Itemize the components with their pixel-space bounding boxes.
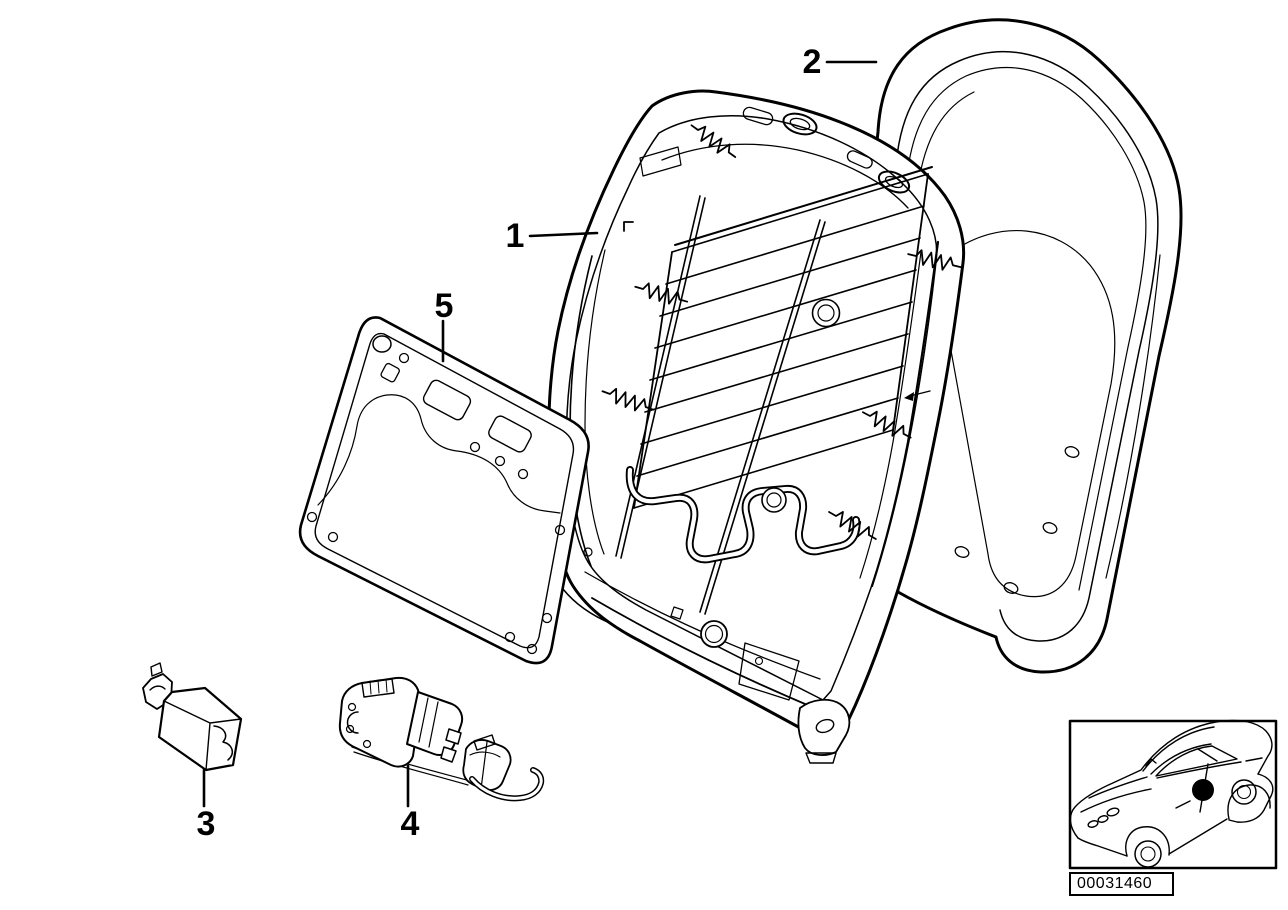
part-4-lumbar-drive-unit	[338, 676, 545, 802]
frame-grommet-rings	[761, 298, 841, 513]
shell-clip-nubs	[954, 446, 1080, 594]
headrest-grommet	[782, 112, 818, 136]
direction-arrow	[904, 392, 914, 401]
lumbar-s-tube	[625, 466, 861, 564]
tension-springs	[601, 124, 962, 540]
car-locator-box	[1068, 719, 1278, 870]
lumbar-wire-grid	[633, 166, 933, 509]
assembly-mark	[623, 221, 634, 232]
callout-4[interactable]: 4	[400, 805, 420, 843]
panel-holes	[306, 352, 566, 655]
callout-1-leader	[528, 231, 599, 238]
part-1-backrest-frame	[546, 89, 966, 764]
image-number-plate: 00031460	[1069, 872, 1174, 896]
callout-3[interactable]: 3	[196, 805, 216, 843]
car-three-quarter-view-icon	[1069, 719, 1274, 868]
callout-1[interactable]: 1	[505, 217, 525, 255]
part-3-relay-box	[142, 662, 243, 772]
image-number: 00031460	[1077, 875, 1153, 892]
callout-2[interactable]: 2	[802, 43, 822, 81]
part-5-backrest-board	[298, 316, 590, 665]
front-seat-position-dot	[1192, 779, 1214, 801]
car-locator	[1068, 719, 1278, 870]
callout-5[interactable]: 5	[434, 287, 454, 325]
